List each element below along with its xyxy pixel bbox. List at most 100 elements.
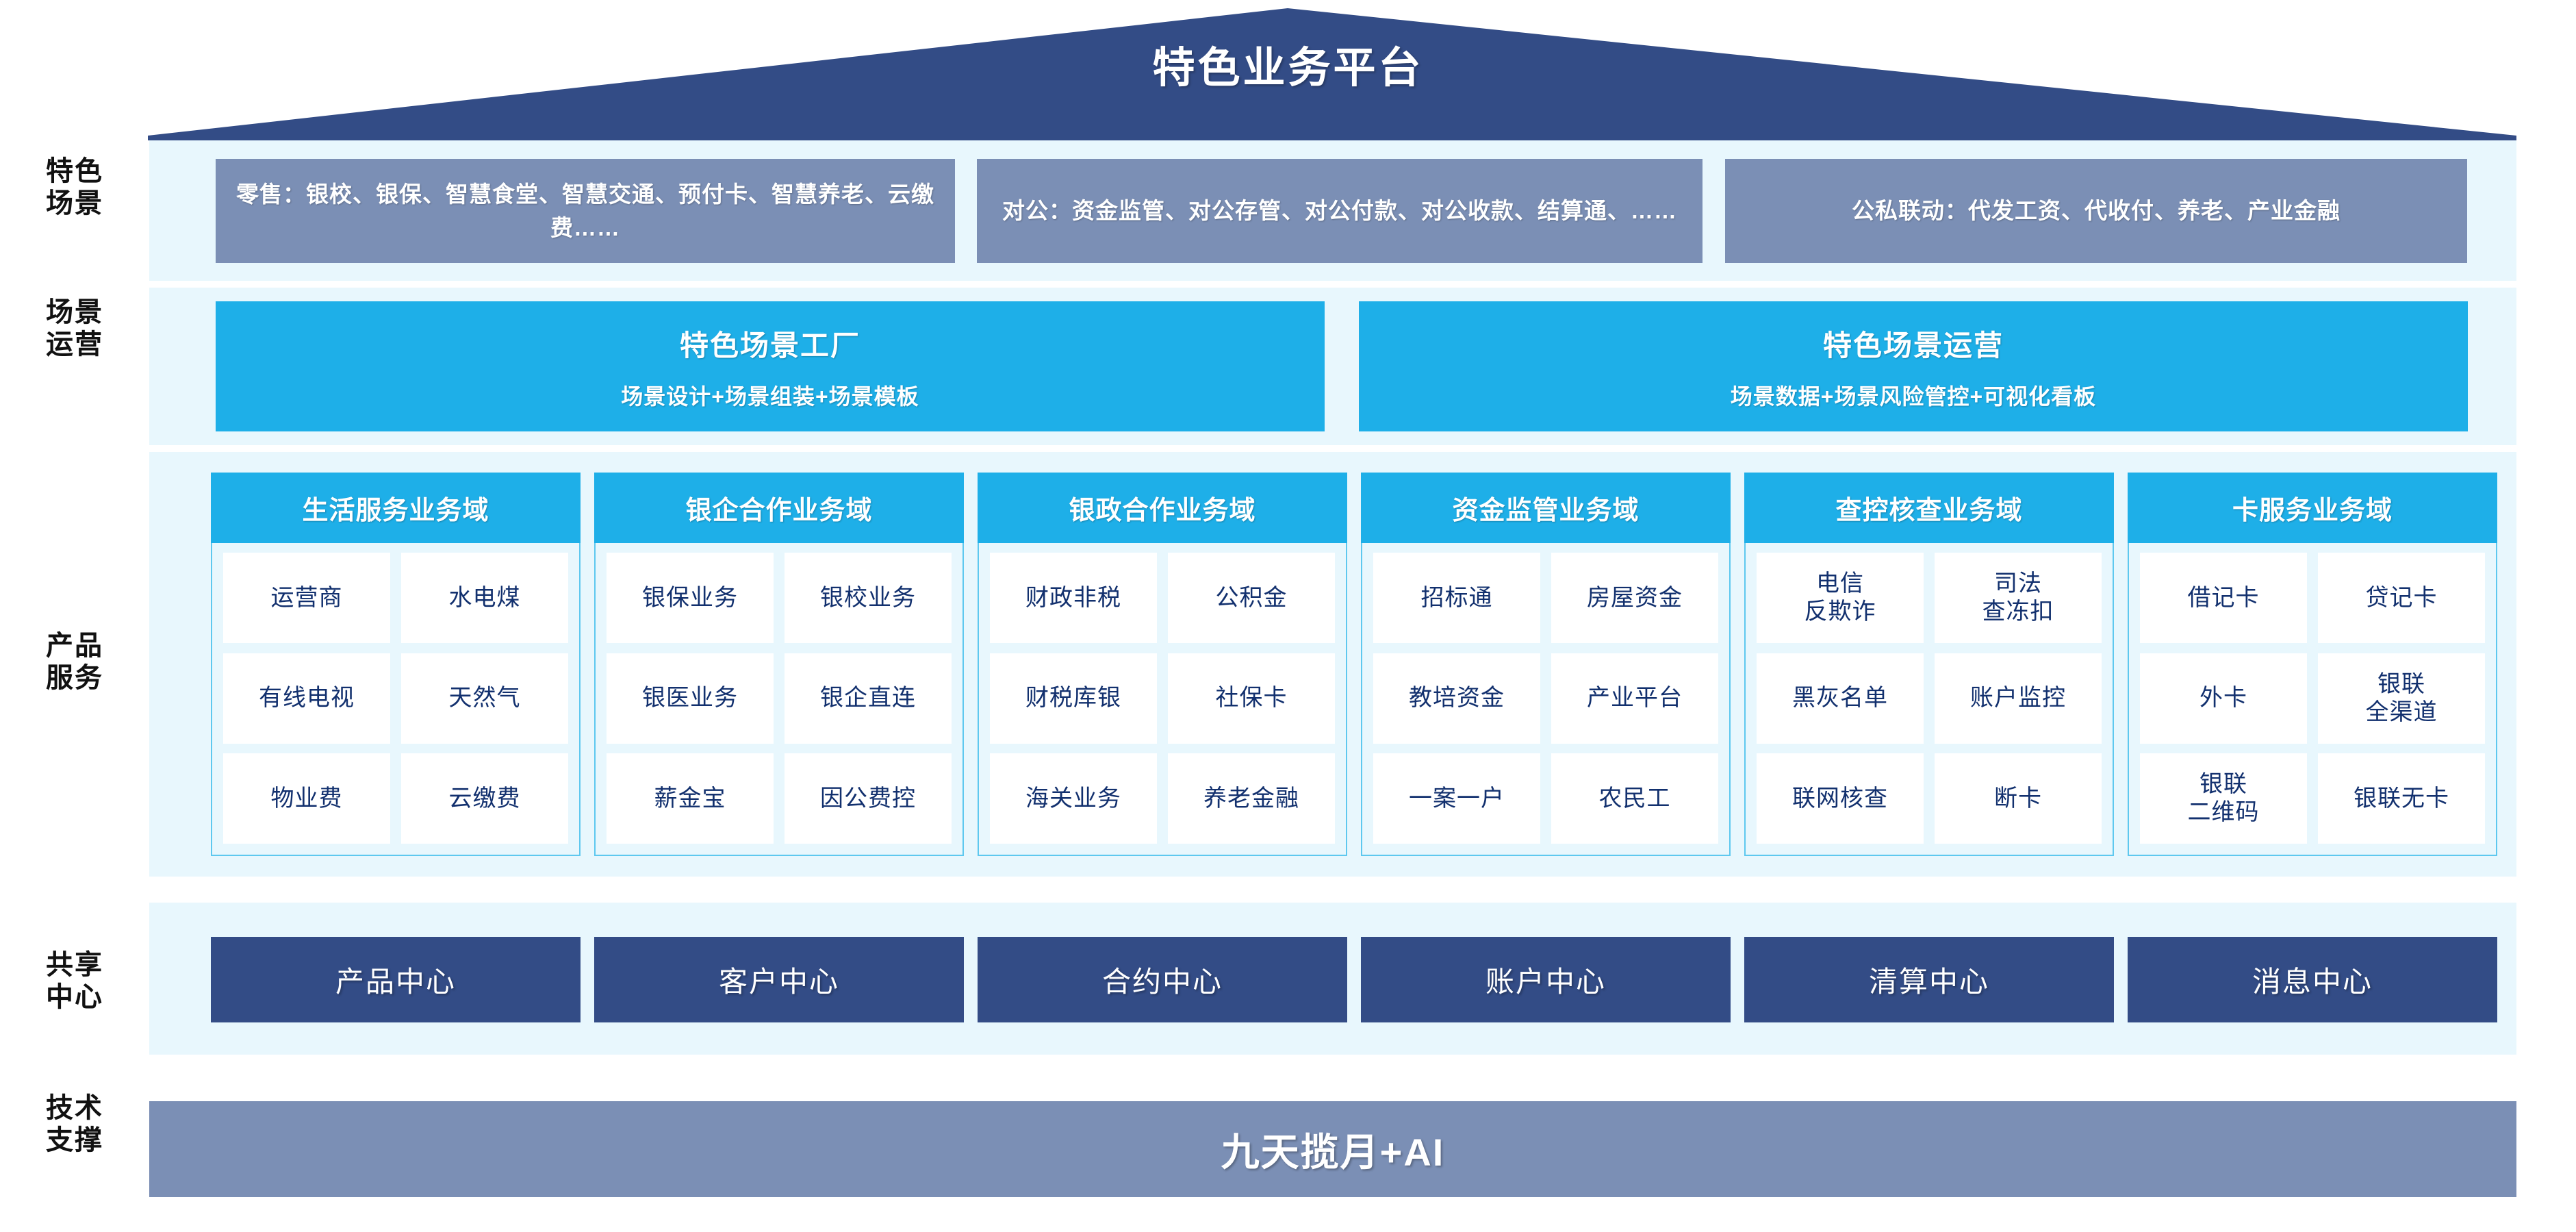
rail-label-products: 产品 服务 [0, 630, 149, 694]
domain-cell[interactable]: 运营商 [223, 553, 390, 643]
tech-support-bar[interactable]: 九天揽月+AI [149, 1101, 2516, 1197]
domain-cell[interactable]: 贷记卡 [2318, 553, 2485, 643]
domain-cell[interactable]: 银医业务 [607, 653, 774, 744]
scenario-box-public-private[interactable]: 公私联动：代发工资、代收付、养老、产业金融 [1725, 159, 2467, 263]
domain-row: 物业费 云缴费 [223, 753, 568, 844]
domain-row: 银联 二维码 银联无卡 [2140, 753, 2485, 844]
domain-column-life-services: 生活服务业务域 运营商 水电煤 有线电视 天然气 物业费 云缴费 [211, 473, 581, 856]
domain-title-fund-supervision: 资金监管业务域 [1361, 473, 1731, 543]
operation-factory-subtitle: 场景设计+场景组装+场景模板 [621, 384, 919, 409]
rail-label-products-line2: 服务 [46, 663, 103, 694]
domain-cell[interactable]: 云缴费 [401, 753, 568, 844]
domain-cell[interactable]: 房屋资金 [1551, 553, 1718, 643]
rail-label-scenarios-line2: 场景 [46, 188, 103, 219]
domain-cell[interactable]: 招标通 [1373, 553, 1540, 643]
domain-cell[interactable]: 外卡 [2140, 653, 2307, 744]
shared-center-customer[interactable]: 客户中心 [594, 937, 964, 1022]
domain-row: 招标通 房屋资金 [1373, 553, 1718, 643]
domain-cell[interactable]: 海关业务 [990, 753, 1157, 844]
shared-center-contract[interactable]: 合约中心 [978, 937, 1347, 1022]
domain-column-fund-supervision: 资金监管业务域 招标通 房屋资金 教培资金 产业平台 一案一户 农民工 [1361, 473, 1731, 856]
domain-cell[interactable]: 天然气 [401, 653, 568, 744]
domain-cell[interactable]: 养老金融 [1168, 753, 1335, 844]
shared-center-product[interactable]: 产品中心 [211, 937, 581, 1022]
domain-cell[interactable]: 银校业务 [785, 553, 952, 643]
domain-cell[interactable]: 薪金宝 [607, 753, 774, 844]
domain-row: 联网核查 断卡 [1757, 753, 2102, 844]
domain-body-card-services: 借记卡 贷记卡 外卡 银联 全渠道 银联 二维码 银联无卡 [2128, 543, 2497, 856]
rail-label-operations-line1: 场景 [46, 297, 103, 327]
rail-label-shared-centers-line2: 中心 [46, 982, 103, 1013]
scenario-box-corporate[interactable]: 对公：资金监管、对公存管、对公付款、对公收款、结算通、…… [977, 159, 1703, 263]
domain-cell[interactable]: 水电煤 [401, 553, 568, 643]
domain-cell[interactable]: 社保卡 [1168, 653, 1335, 744]
domain-row: 银保业务 银校业务 [607, 553, 952, 643]
domain-cell[interactable]: 借记卡 [2140, 553, 2307, 643]
domain-row: 财政非税 公积金 [990, 553, 1335, 643]
rail-label-shared-centers-line1: 共享 [46, 950, 103, 980]
rail-label-scenarios: 特色 场景 [0, 155, 149, 220]
rail-label-operations-line2: 运营 [46, 329, 103, 360]
roof-shape-icon [148, 8, 2516, 140]
domain-title-bank-government: 银政合作业务域 [978, 473, 1347, 543]
domain-cell[interactable]: 一案一户 [1373, 753, 1540, 844]
rail-label-operations: 场景 运营 [0, 297, 149, 361]
rail-label-tech-support-line1: 技术 [46, 1093, 103, 1123]
domain-cell[interactable]: 银联 二维码 [2140, 753, 2307, 844]
operation-box-scenario-operation[interactable]: 特色场景运营 场景数据+场景风险管控+可视化看板 [1359, 301, 2468, 431]
domain-column-bank-enterprise: 银企合作业务域 银保业务 银校业务 银医业务 银企直连 薪金宝 因公费控 [594, 473, 964, 856]
domain-row: 外卡 银联 全渠道 [2140, 653, 2485, 744]
rail-label-tech-support: 技术 支撑 [0, 1092, 149, 1157]
platform-roof-banner: 特色业务平台 [0, 0, 2576, 140]
domain-cell[interactable]: 断卡 [1935, 753, 2102, 844]
domain-row: 有线电视 天然气 [223, 653, 568, 744]
domain-row: 借记卡 贷记卡 [2140, 553, 2485, 643]
scenario-box-retail[interactable]: 零售：银校、银保、智慧食堂、智慧交通、预付卡、智慧养老、云缴费…… [216, 159, 955, 263]
domain-cell[interactable]: 司法 查冻扣 [1935, 553, 2102, 643]
domain-cell[interactable]: 公积金 [1168, 553, 1335, 643]
rail-label-products-line1: 产品 [46, 631, 103, 661]
left-rail: 特色 场景 场景 运营 产品 服务 共享 中心 技术 支撑 [0, 140, 149, 1232]
operation-factory-title: 特色场景工厂 [679, 329, 860, 362]
domain-title-life-services: 生活服务业务域 [211, 473, 581, 543]
domain-body-fund-supervision: 招标通 房屋资金 教培资金 产业平台 一案一户 农民工 [1361, 543, 1731, 856]
shared-center-account[interactable]: 账户中心 [1361, 937, 1731, 1022]
domain-cell[interactable]: 黑灰名单 [1757, 653, 1924, 744]
domain-row: 银医业务 银企直连 [607, 653, 952, 744]
domain-cell[interactable]: 产业平台 [1551, 653, 1718, 744]
domain-title-investigation-control: 查控核查业务域 [1744, 473, 2114, 543]
domain-cell[interactable]: 银保业务 [607, 553, 774, 643]
domain-column-card-services: 卡服务业务域 借记卡 贷记卡 外卡 银联 全渠道 银联 二维码 银联无卡 [2128, 473, 2497, 856]
domain-column-bank-government: 银政合作业务域 财政非税 公积金 财税库银 社保卡 海关业务 养老金融 [978, 473, 1347, 856]
domain-row: 电信 反欺诈 司法 查冻扣 [1757, 553, 2102, 643]
domain-row: 海关业务 养老金融 [990, 753, 1335, 844]
rail-label-tech-support-line2: 支撑 [46, 1125, 103, 1156]
domain-cell[interactable]: 联网核查 [1757, 753, 1924, 844]
operation-operation-subtitle: 场景数据+场景风险管控+可视化看板 [1730, 384, 2097, 409]
page-title: 特色业务平台 [1152, 45, 1424, 92]
domain-cell[interactable]: 财税库银 [990, 653, 1157, 744]
domain-cell[interactable]: 农民工 [1551, 753, 1718, 844]
domain-column-investigation-control: 查控核查业务域 电信 反欺诈 司法 查冻扣 黑灰名单 账户监控 联网核查 断卡 [1744, 473, 2114, 856]
domain-cell[interactable]: 有线电视 [223, 653, 390, 744]
domain-cell[interactable]: 教培资金 [1373, 653, 1540, 744]
domain-cell[interactable]: 银联 全渠道 [2318, 653, 2485, 744]
domain-cell[interactable]: 物业费 [223, 753, 390, 844]
domain-cell[interactable]: 银联无卡 [2318, 753, 2485, 844]
domain-row: 教培资金 产业平台 [1373, 653, 1718, 744]
domain-cell[interactable]: 财政非税 [990, 553, 1157, 643]
domain-row: 黑灰名单 账户监控 [1757, 653, 2102, 744]
domain-row: 一案一户 农民工 [1373, 753, 1718, 844]
domain-body-bank-government: 财政非税 公积金 财税库银 社保卡 海关业务 养老金融 [978, 543, 1347, 856]
domain-cell[interactable]: 账户监控 [1935, 653, 2102, 744]
shared-center-message[interactable]: 消息中心 [2128, 937, 2497, 1022]
operation-box-scenario-factory[interactable]: 特色场景工厂 场景设计+场景组装+场景模板 [216, 301, 1325, 431]
domain-title-bank-enterprise: 银企合作业务域 [594, 473, 964, 543]
shared-center-settlement[interactable]: 清算中心 [1744, 937, 2114, 1022]
domain-row: 运营商 水电煤 [223, 553, 568, 643]
domain-cell[interactable]: 因公费控 [785, 753, 952, 844]
domain-body-life-services: 运营商 水电煤 有线电视 天然气 物业费 云缴费 [211, 543, 581, 856]
domain-cell[interactable]: 电信 反欺诈 [1757, 553, 1924, 643]
domain-cell[interactable]: 银企直连 [785, 653, 952, 744]
